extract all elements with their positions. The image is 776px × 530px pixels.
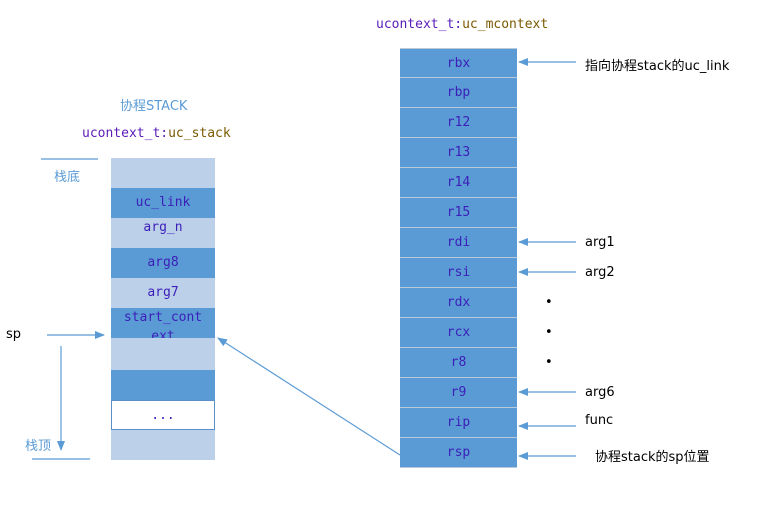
annotation-rip: func (585, 413, 614, 428)
annotation-rdi: arg1 (585, 235, 615, 250)
stack-bottom-label: 栈底 (54, 170, 81, 185)
register-r9: r9 (400, 378, 517, 408)
stack-type-name: ucontext_t: (82, 126, 169, 141)
sp-label: sp (6, 327, 22, 342)
register-r14: r14 (400, 168, 517, 198)
register-rdx: rdx (400, 288, 517, 318)
register-rbx: rbx (400, 48, 517, 78)
mcontext-field-name: uc_mcontext (462, 17, 549, 32)
annotation-r8: • (545, 355, 553, 370)
stack-cell (111, 158, 215, 188)
annotation-rsp: 协程stack的sp位置 (595, 450, 710, 465)
register-rdi: rdi (400, 228, 517, 258)
annotation-rdx: • (545, 295, 553, 310)
stack-cell: uc_link (111, 188, 215, 218)
register-rsi: rsi (400, 258, 517, 288)
annotation-rsi: arg2 (585, 265, 615, 280)
stack-cell (111, 370, 215, 400)
register-r8: r8 (400, 348, 517, 378)
stack-cell: arg8 (111, 248, 215, 278)
register-r15: r15 (400, 198, 517, 228)
stack-cell (111, 430, 215, 460)
register-rcx: rcx (400, 318, 517, 348)
annotation-rcx: • (545, 325, 553, 340)
stack-title: 协程STACK (120, 99, 188, 114)
stack-top-label: 栈顶 (25, 439, 52, 454)
stack-cell: arg_n … (111, 218, 215, 254)
register-rip: rip (400, 408, 517, 438)
register-rbp: rbp (400, 78, 517, 108)
register-r12: r12 (400, 108, 517, 138)
stack-type-label: ucontext_t:uc_stack (82, 126, 231, 141)
mcontext-type-label: ucontext_t:uc_mcontext (376, 17, 548, 32)
stack-cell: ... (111, 400, 215, 430)
register-r13: r13 (400, 138, 517, 168)
annotation-rbx: 指向协程stack的uc_link (585, 59, 730, 74)
stack-cell (111, 338, 215, 370)
stack-field-name: uc_stack (168, 126, 231, 141)
annotation-r9: arg6 (585, 385, 615, 400)
stack-cell: arg7 (111, 278, 215, 308)
rsp-to-start-context-arrow (217, 337, 401, 456)
register-rsp: rsp (400, 438, 517, 468)
mcontext-type-name: ucontext_t: (376, 17, 463, 32)
